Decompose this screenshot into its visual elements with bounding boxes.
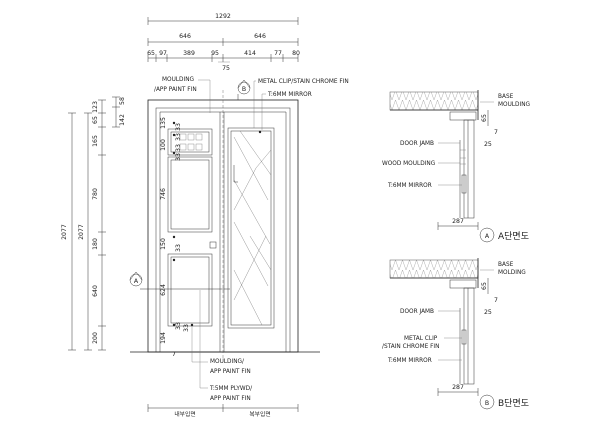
dim-142: 142 [119,114,126,126]
sec-a-moulding: MOULDING [498,102,531,108]
sec-a-dim-7: 7 [494,129,498,136]
dim-200: 200 [92,332,99,344]
label-exterior-elevation: 복부입면 [249,410,270,418]
pdim-33a: 33 [175,123,182,131]
half-width-right-dim: 646 [254,33,266,40]
pdim-150: 150 [160,238,167,250]
pdim-100: 100 [160,139,167,151]
sec-a-title: A단면도 [498,231,529,242]
pdim-33d: 33 [175,153,182,161]
pdim-135: 135 [160,117,167,129]
dim-780: 780 [92,188,99,200]
sec-a-marker: A [485,233,490,240]
sec-a-mirror: T:6MM MIRROR [387,183,432,189]
overall-width-dim: 1292 [215,13,231,20]
sec-b-dim-25: 25 [484,309,492,316]
top-dimensions: 1292 646 646 65 97 389 95 414 77 80 75 [147,13,300,72]
sec-a-title-marker[interactable]: A [479,227,495,243]
note-moulding-bottom: MOULDING/ [210,359,244,365]
sec-a-dim-65: 65 [481,114,488,122]
moulding-markers [172,121,262,327]
dim-80: 80 [292,50,300,57]
note-metal-clip: METAL CLIP/STAIN CHROME FIN [258,79,349,85]
pdim-194: 194 [160,332,167,344]
sec-a-base: BASE [498,94,514,100]
dim-640: 640 [92,285,99,297]
sec-b-title: B단면도 [498,398,529,409]
half-width-left-dim: 646 [179,33,191,40]
sec-b-jamb: DOOR JAMB [400,309,434,315]
callout-a-label: A [134,278,139,285]
dim-95: 95 [211,50,219,57]
height-outer-dim: 2077 [61,224,68,240]
dim-123: 123 [92,101,99,113]
callout-b-label: B [242,86,246,93]
sec-b-dim-287: 287 [452,384,464,391]
sec-b-mirror: T:6MM MIRROR [387,358,432,364]
dim-180: 180 [92,238,99,250]
dim-75: 75 [222,65,230,72]
note-paint-top: /APP PAINT FIN [154,87,197,93]
label-interior-elevation: 내부입면 [174,410,195,418]
dim-65-v: 65 [92,116,99,124]
left-dimensions: 2077 2077 123 65 165 780 180 640 200 58 … [61,96,126,351]
sec-a-dim-25: 25 [484,141,492,148]
dim-65: 65 [147,50,155,57]
height-inner-dim: 2077 [78,224,85,240]
door-elevation: 135 33 33 100 33 33 746 150 33 624 33 19… [129,77,349,418]
note-paint-bottom: APP PAINT FIN [210,369,251,375]
sec-b-dim-65: 65 [481,282,488,290]
sec-a-jamb: DOOR JAMB [400,141,434,147]
sec-b-base: BASE [498,262,514,268]
pdim-624: 624 [160,284,167,296]
pdim-33e: 33 [175,244,182,252]
sec-b-marker: B [485,400,489,407]
section-callout-a[interactable]: A [129,271,143,287]
sec-b-molding: MOLDING [498,270,526,276]
dim-414: 414 [244,50,256,57]
sec-b-chrome: /STAIN CHROME FIN [382,344,439,350]
section-a: BASE MOULDING DOOR JAMB WOOD MOULDING T:… [382,90,531,243]
sec-b-title-marker[interactable]: B [479,394,495,410]
note-plywood: T:5MM PLYWD/ [209,386,252,392]
sec-a-dim-287: 287 [452,218,464,225]
dim-77: 77 [274,50,282,57]
sec-a-wood-moulding: WOOD MOULDING [382,161,436,167]
pdim-746: 746 [160,188,167,200]
dim-389: 389 [183,50,195,57]
dim-58: 58 [119,97,126,105]
note-mirror: T:6MM MIRROR [267,92,312,98]
sec-b-dim-7: 7 [494,297,498,304]
pdim-7: 7 [172,351,176,358]
dim-165: 165 [92,135,99,147]
pdim-33c: 33 [175,144,182,152]
pdim-33b: 33 [175,133,182,141]
section-b: BASE MOLDING DOOR JAMB METAL CLIP /STAIN… [382,258,529,410]
note-paint-plywood: APP PAINT FIN [210,396,251,402]
note-moulding-top: MOULDING [162,77,195,83]
section-callout-b[interactable]: B [237,79,251,100]
pdim-33g: 33 [183,324,190,332]
dim-97: 97 [159,50,167,57]
pdim-33f: 33 [175,322,182,330]
sec-b-metal-clip: METAL CLIP [404,336,438,342]
